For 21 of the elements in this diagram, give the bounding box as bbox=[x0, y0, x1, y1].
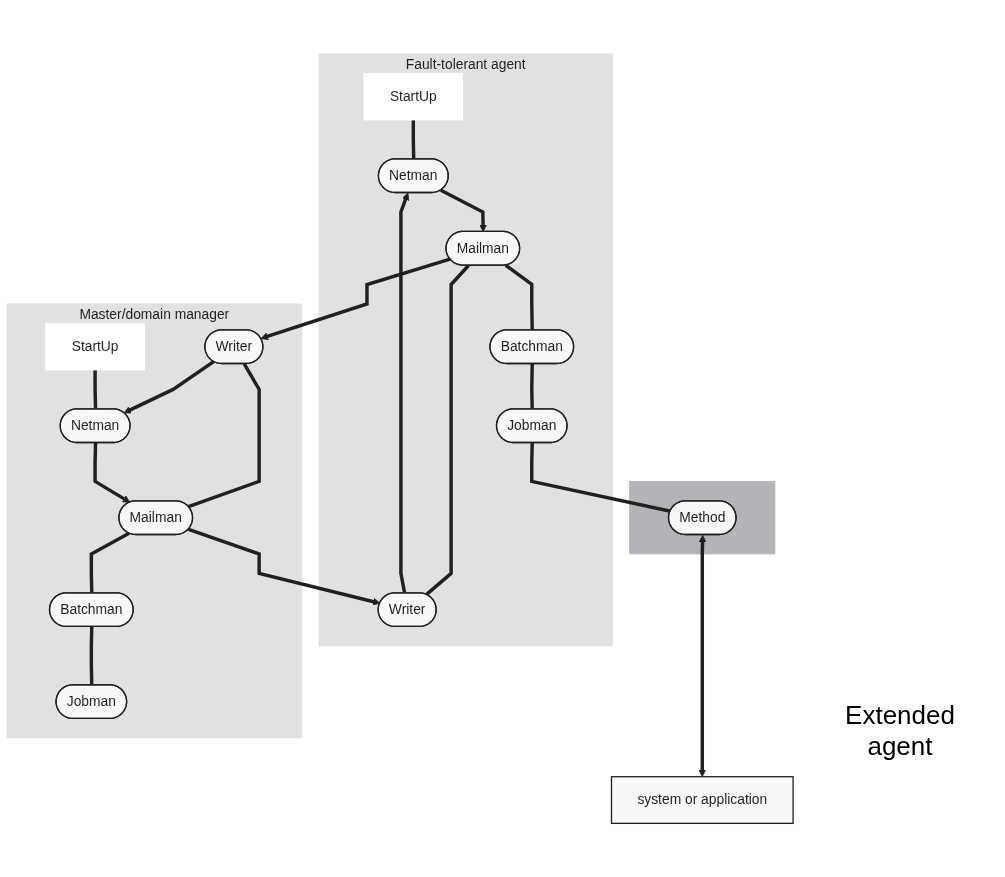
connector bbox=[530, 363, 534, 410]
connector bbox=[89, 626, 94, 686]
connector bbox=[411, 119, 416, 160]
node-box: system or application bbox=[610, 775, 794, 824]
arrow bbox=[187, 527, 381, 606]
node-box: StartUp bbox=[363, 72, 464, 121]
connector bbox=[93, 369, 98, 410]
arrow bbox=[698, 534, 707, 777]
connector bbox=[425, 264, 470, 596]
arrow bbox=[93, 442, 131, 503]
connector bbox=[504, 263, 534, 331]
arrow bbox=[399, 192, 410, 594]
cluster bbox=[629, 480, 776, 555]
connector bbox=[187, 362, 261, 509]
extended-agent-label: Extended agent bbox=[844, 700, 956, 762]
node-box: StartUp bbox=[45, 322, 145, 371]
arrow bbox=[440, 188, 487, 232]
arrow bbox=[123, 360, 215, 414]
arrow bbox=[260, 257, 451, 340]
connector bbox=[530, 442, 671, 513]
connector bbox=[89, 531, 130, 594]
